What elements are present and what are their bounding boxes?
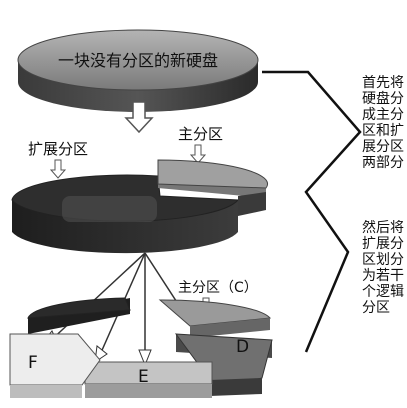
explain-2-line-6: 分区 (362, 300, 390, 316)
top-disk-face (17, 29, 259, 91)
slice-f-side (10, 385, 82, 398)
top-disk: 一块没有分区的新硬盘 (17, 29, 259, 112)
extended-partition-label: 扩展分区 (28, 140, 88, 158)
explain-2-line-4: 为若干 (362, 268, 404, 284)
explanation-step-1: 首先将 硬盘分 成主分 区和扩 展分区 两部分 (362, 75, 407, 171)
explain-1-line-5: 展分区 (362, 139, 404, 155)
explain-1-line-4: 区和扩 (362, 123, 404, 139)
explain-1-line-3: 成主分 (362, 107, 404, 123)
right-bracket (262, 70, 362, 353)
slice-c-face (158, 299, 272, 327)
down-arrow-icon (124, 101, 154, 134)
explain-2-line-5: 个逻辑 (362, 284, 404, 300)
primary-wedge-face (157, 159, 269, 189)
slice-e-side (85, 384, 212, 398)
top-disk-title: 一块没有分区的新硬盘 (58, 51, 218, 70)
explain-2-line-3: 区划分 (362, 252, 404, 268)
extended-arrow-icon (49, 159, 67, 179)
slice-c-side (190, 318, 270, 338)
slice-d-side (210, 378, 262, 396)
explain-1-line-1: 首先将 (362, 75, 404, 91)
drive-e-label: E (138, 367, 149, 387)
drive-f-label: F (28, 353, 38, 373)
slice-f-face (9, 333, 101, 386)
primary-partition-label-top: 主分区 (178, 125, 223, 143)
explanation-step-2: 然后将 扩展分 区划分 为若干 个逻辑 分区 (362, 220, 407, 316)
primary-wedge-side (238, 192, 266, 216)
blurred-area (62, 196, 157, 222)
drive-d-label: D (236, 337, 249, 357)
arrow-to-e2-icon (138, 349, 152, 367)
explain-1-line-6: 两部分 (362, 155, 404, 171)
explain-1-line-2: 硬盘分 (362, 91, 404, 107)
bottom-disk: D E F (9, 297, 273, 398)
explain-2-line-2: 扩展分 (362, 236, 404, 252)
slice-back-dark-face (27, 297, 131, 319)
primary-arrow-icon (189, 144, 207, 164)
middle-disk (11, 159, 269, 254)
primary-c-label: 主分区（C） (178, 280, 258, 296)
explain-2-line-1: 然后将 (362, 220, 404, 236)
